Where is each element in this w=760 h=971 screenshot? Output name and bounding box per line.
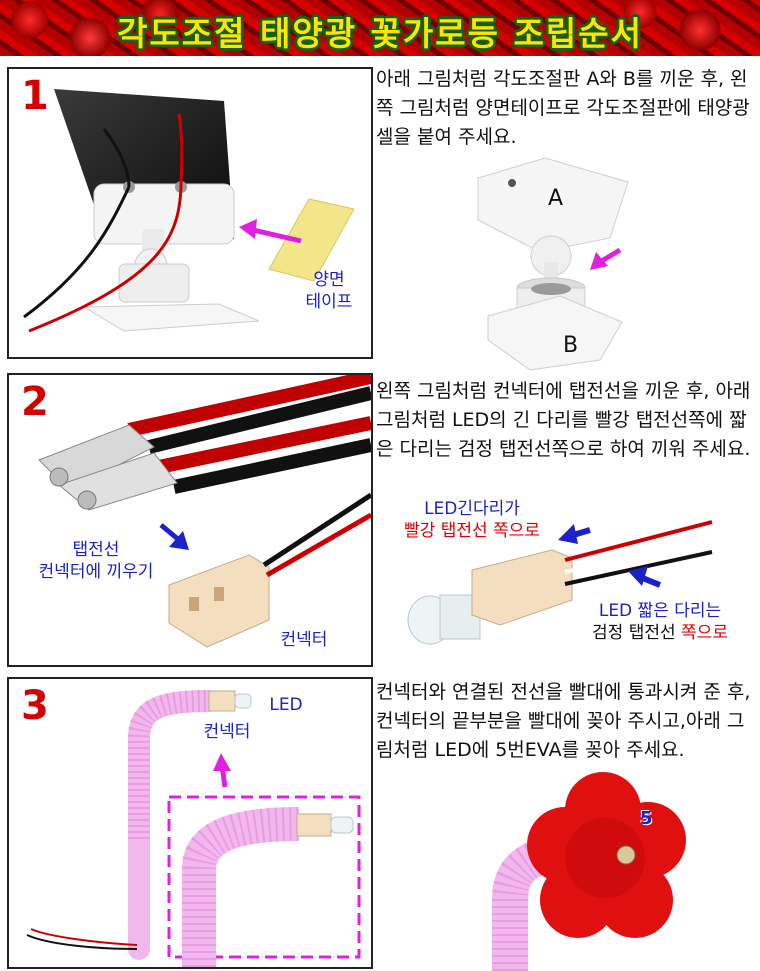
straw-illustration	[26, 690, 361, 967]
plate-b-label: B	[563, 333, 579, 358]
arrow-icon	[628, 566, 662, 588]
tape-label: 양면 테이프	[305, 270, 353, 312]
short-leg-label: LED 짧은 다리는 검정 탭전선 쪽으로	[592, 601, 728, 643]
connector-illustration	[38, 375, 371, 648]
led-label: LED	[269, 695, 303, 715]
eva-flower	[527, 772, 686, 938]
step-1-description: 아래 그림처럼 각도조절판 A와 B를 끼운 후, 왼쪽 그림처럼 양면테이프로…	[376, 68, 750, 148]
step-2-image-panel: 2 탭전선 컨넥터에 끼우기 컨넥터	[7, 373, 373, 667]
solar-panel-illustration	[23, 89, 355, 333]
step-3-description: 컨넥터와 연결된 전선을 빨대에 통과시켜 준 후, 컨넥터의 끝부분을 빨대에…	[376, 681, 751, 761]
zoom-box	[167, 795, 361, 959]
arrow-icon	[590, 247, 622, 270]
connector-label: 컨넥터	[203, 722, 251, 742]
led-bulb	[616, 845, 636, 865]
arrow-icon	[213, 753, 231, 788]
title-banner: 각도조절 태양광 꽃가로등 조립순서	[0, 0, 760, 56]
tab-connector-label: 탭전선 컨넥터에 끼우기	[38, 540, 154, 582]
page-title: 각도조절 태양광 꽃가로등 조립순서	[117, 14, 643, 53]
eva-number-label: 5	[640, 808, 653, 829]
arrow-icon	[239, 219, 302, 244]
plate-a-label: A	[548, 186, 564, 211]
step-3-image-panel: 3 LED 컨넥터	[7, 677, 373, 969]
step-2-description: 왼쪽 그림처럼 컨넥터에 탭전선을 끼운 후, 아래 그림처럼 LED의 긴 다…	[376, 380, 751, 460]
arrow-icon	[558, 524, 591, 544]
double-sided-tape	[268, 198, 355, 282]
step-number: 2	[21, 379, 49, 425]
long-leg-label: LED긴다리가 빨강 탭전선 쪽으로	[404, 499, 540, 541]
step-number: 1	[21, 73, 49, 119]
step-number: 3	[21, 683, 49, 729]
arrow-icon	[159, 523, 189, 550]
connector-label: 컨넥터	[280, 630, 328, 650]
straw-zoom	[182, 807, 300, 967]
step-1-image-panel: 1 양면 테이프	[7, 67, 373, 359]
